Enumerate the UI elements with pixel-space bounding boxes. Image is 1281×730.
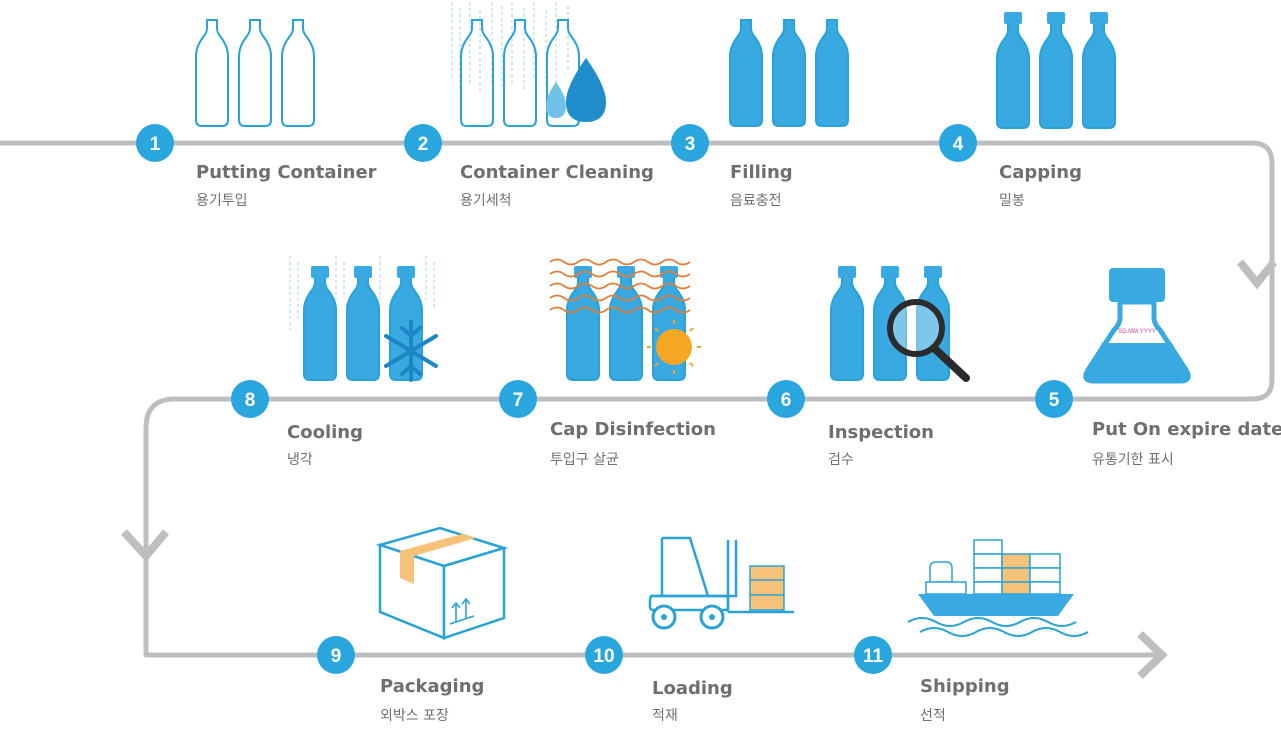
step-3-korean-label: 음료충전 [730,193,782,209]
capped-bottles-icon [996,12,1116,129]
step-3-badge: 3 [671,124,709,162]
cleaning-bottles-icon [451,2,606,127]
inspection-icon [830,266,970,382]
step-10-badge: 10 [585,636,623,674]
forklift-icon [648,536,794,630]
step-6-korean-label: 검수 [828,452,854,468]
step-badge-circle [671,124,709,162]
right-chevron-down-icon [1236,259,1278,290]
end-arrow-icon [1137,631,1168,679]
step-6-title: Inspection [828,422,934,443]
step-number: 5 [1049,390,1060,411]
step-7-korean-label: 투입구 살균 [550,452,619,468]
step-5-korean-label: 유통기한 표시 [1092,452,1174,468]
step-badge-circle [939,124,977,162]
box-icon [375,526,509,640]
step-9-title: Packaging [380,676,484,697]
step-11-badge: 11 [854,636,892,674]
expiry-label: SD.MM.YYYY [1118,329,1156,335]
step-9-badge: 9 [317,636,355,674]
step-number: 11 [863,646,884,667]
step-badge-circle [767,380,805,418]
left-chevron-down-icon [121,529,170,563]
step-badge-circle [1035,380,1073,418]
cooling-icon [289,256,438,382]
step-7-badge: 7 [499,380,537,418]
filled-bottles-icon [729,19,849,127]
step-number: 4 [953,134,964,155]
step-number: 7 [513,390,524,411]
empty-bottles-icon [195,19,315,127]
disinfection-icon [549,258,701,381]
step-number: 6 [781,390,792,411]
step-number: 2 [418,134,429,155]
step-number: 3 [685,134,696,155]
step-badge-circle [585,636,623,674]
step-4-badge: 4 [939,124,977,162]
step-badge-circle [136,124,174,162]
step-10-title: Loading [652,678,733,699]
step-2-title: Container Cleaning [460,162,654,183]
step-badge-circle [404,124,442,162]
ship-icon [907,539,1089,637]
step-8-korean-label: 냉각 [287,452,313,468]
step-badge-circle [499,380,537,418]
step-5-title: Put On expire date [1092,419,1281,440]
step-1-badge: 1 [136,124,174,162]
step-1-korean-label: 용기투입 [196,193,248,209]
step-2-korean-label: 용기세척 [460,193,512,209]
step-number: 8 [245,390,256,411]
step-11-title: Shipping [920,676,1010,697]
step-6-badge: 6 [767,380,805,418]
step-5-badge: 5 [1035,380,1073,418]
step-7-title: Cap Disinfection [550,419,716,440]
step-number: 10 [593,646,614,667]
step-3-title: Filling [730,162,793,183]
expiry-bottle-icon: SD.MM.YYYY [1083,268,1191,384]
step-2-badge: 2 [404,124,442,162]
step-number: 9 [331,646,342,667]
step-10-korean-label: 적재 [652,708,678,724]
step-badge-circle [231,380,269,418]
step-4-title: Capping [999,162,1082,183]
step-1-title: Putting Container [196,162,377,183]
step-number: 1 [150,134,161,155]
process-track [0,140,1275,658]
step-8-title: Cooling [287,422,363,443]
step-badge-circle [854,636,892,674]
step-4-korean-label: 밀봉 [999,193,1025,209]
step-8-badge: 8 [231,380,269,418]
step-11-korean-label: 선적 [920,708,946,724]
step-badge-circle [317,636,355,674]
step-9-korean-label: 외박스 포장 [380,708,449,724]
